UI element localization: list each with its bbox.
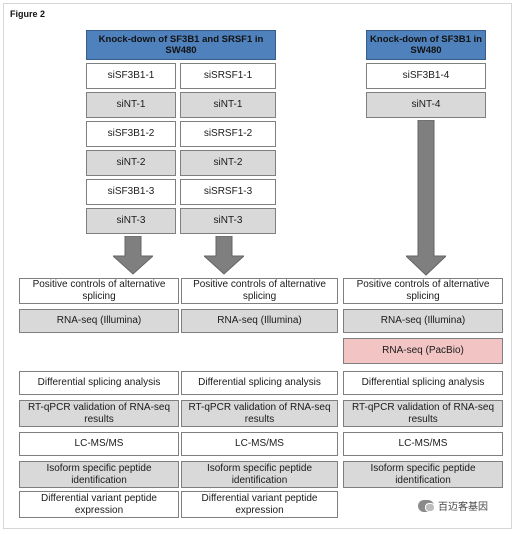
down-arrow-icon xyxy=(204,236,244,275)
col3-rna-seq-illumina: RNA-seq (Illumina) xyxy=(343,309,503,333)
col1-isoform-peptide: Isoform specific peptide identification xyxy=(19,461,179,488)
down-arrow-icon xyxy=(113,236,153,275)
col2-isoform-peptide: Isoform specific peptide identification xyxy=(181,461,338,488)
left-col2-item-4: siNT-2 xyxy=(180,150,276,176)
left-col2-item-6: siNT-3 xyxy=(180,208,276,234)
figure-label: Figure 2 xyxy=(10,9,46,19)
left-col2-item-5: siSRSF1-3 xyxy=(180,179,276,205)
wechat-icon xyxy=(418,499,435,512)
left-col1-item-4: siNT-2 xyxy=(86,150,176,176)
right-item-1: siSF3B1-4 xyxy=(366,63,486,89)
col1-differential-splicing: Differential splicing analysis xyxy=(19,371,179,395)
col2-rt-qpcr: RT-qPCR validation of RNA-seq results xyxy=(181,400,338,427)
col3-isoform-peptide: Isoform specific peptide identification xyxy=(343,461,503,488)
left-col1-item-1: siSF3B1-1 xyxy=(86,63,176,89)
left-col2-item-2: siNT-1 xyxy=(180,92,276,118)
col2-differential-splicing: Differential splicing analysis xyxy=(181,371,338,395)
col2-lc-ms: LC-MS/MS xyxy=(181,432,338,456)
left-panel-header: Knock-down of SF3B1 and SRSF1 in SW480 xyxy=(86,30,276,60)
down-arrow-icon xyxy=(406,120,446,276)
col1-lc-ms: LC-MS/MS xyxy=(19,432,179,456)
col1-positive-controls: Positive controls of alternative splicin… xyxy=(19,278,179,304)
col2-differential-variant: Differential variant peptide expression xyxy=(181,491,338,518)
right-item-2: siNT-4 xyxy=(366,92,486,118)
col1-rna-seq-illumina: RNA-seq (Illumina) xyxy=(19,309,179,333)
col2-rna-seq-illumina: RNA-seq (Illumina) xyxy=(181,309,338,333)
left-col1-item-5: siSF3B1-3 xyxy=(86,179,176,205)
col3-rna-seq-pacbio: RNA-seq (PacBio) xyxy=(343,338,503,364)
col3-positive-controls: Positive controls of alternative splicin… xyxy=(343,278,503,304)
col1-differential-variant: Differential variant peptide expression xyxy=(19,491,179,518)
left-col1-item-6: siNT-3 xyxy=(86,208,176,234)
watermark-text: 百迈客基因 xyxy=(438,502,488,513)
left-col2-item-3: siSRSF1-2 xyxy=(180,121,276,147)
left-col1-item-3: siSF3B1-2 xyxy=(86,121,176,147)
right-panel-header: Knock-down of SF3B1 in SW480 xyxy=(366,30,486,60)
col1-rt-qpcr: RT-qPCR validation of RNA-seq results xyxy=(19,400,179,427)
col3-differential-splicing: Differential splicing analysis xyxy=(343,371,503,395)
col3-rt-qpcr: RT-qPCR validation of RNA-seq results xyxy=(343,400,503,427)
col3-lc-ms: LC-MS/MS xyxy=(343,432,503,456)
watermark: 百迈客基因 xyxy=(418,498,488,513)
col2-positive-controls: Positive controls of alternative splicin… xyxy=(181,278,338,304)
left-col1-item-2: siNT-1 xyxy=(86,92,176,118)
left-col2-item-1: siSRSF1-1 xyxy=(180,63,276,89)
